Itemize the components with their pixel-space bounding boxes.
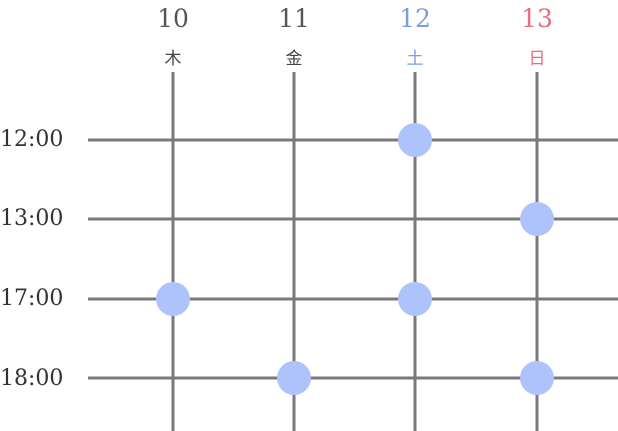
- time-label-1300: 13:00: [0, 206, 64, 231]
- available-slot-12-1700[interactable]: [398, 282, 432, 316]
- available-slot-12-1200[interactable]: [398, 123, 432, 157]
- available-slot-13-1800[interactable]: [520, 361, 554, 395]
- weekday-sat: 土: [406, 49, 424, 69]
- weekday-fri: 金: [285, 49, 303, 69]
- available-slot-11-1800[interactable]: [277, 361, 311, 395]
- available-slot-13-1300[interactable]: [520, 202, 554, 236]
- day-number-13: 13: [521, 4, 553, 33]
- available-slot-10-1700[interactable]: [156, 282, 190, 316]
- day-number-12: 12: [399, 4, 431, 33]
- time-label-1700: 17:00: [0, 286, 64, 311]
- time-label-1200: 12:00: [0, 127, 64, 152]
- time-label-1800: 18:00: [0, 366, 64, 391]
- weekday-sun: 日: [528, 49, 546, 69]
- day-number-10: 10: [157, 4, 189, 33]
- weekday-thu: 木: [164, 49, 182, 69]
- day-number-11: 11: [278, 4, 310, 33]
